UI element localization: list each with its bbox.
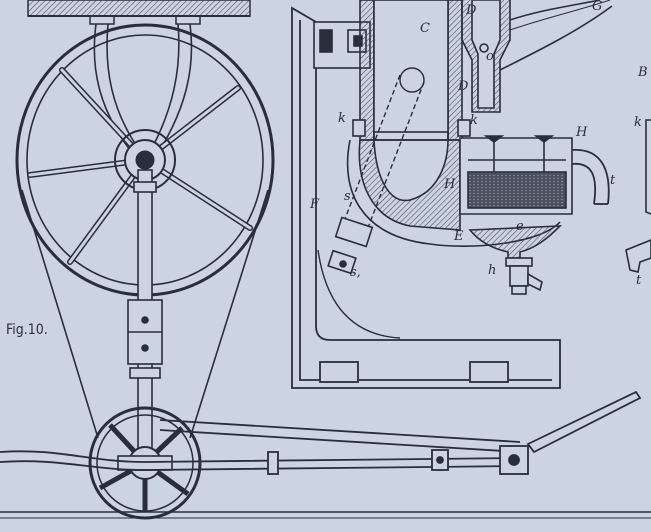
label-h: h — [488, 263, 496, 278]
label-k-mid: k — [470, 113, 478, 128]
ceiling-beam — [27, 0, 251, 25]
labels: Fig.10. C D D G o k k k H H t F s s, E e… — [6, 0, 648, 338]
label-D-mid: D — [457, 79, 469, 94]
label-k-left: k — [338, 111, 346, 126]
label-s1: s, — [350, 265, 361, 280]
label-G: G — [592, 0, 602, 14]
floor-line — [0, 511, 651, 519]
label-B: B — [637, 65, 648, 80]
label-e: e — [516, 219, 524, 234]
label-C: C — [420, 21, 430, 36]
small-pulley — [88, 406, 202, 520]
cylinder — [352, 0, 471, 141]
label-t-spout: t — [610, 173, 616, 188]
label-H-right: H — [575, 125, 588, 140]
filter-tray — [459, 135, 573, 215]
vertical-rod — [127, 169, 163, 461]
outlet-spout — [571, 149, 610, 205]
label-F: F — [309, 197, 320, 212]
drain-tap — [468, 225, 563, 295]
partial-apparatus-right — [625, 119, 651, 273]
label-t-edge: t — [636, 273, 642, 288]
label-k-right: k — [634, 115, 642, 130]
label-o: o — [486, 49, 494, 64]
hanger-bracket — [93, 23, 193, 151]
piston-rod-end — [327, 216, 374, 275]
label-s: s — [344, 189, 351, 204]
label-D-top: D — [465, 3, 477, 18]
valve-housing — [461, 0, 613, 113]
drive-belt — [21, 189, 269, 439]
treadle — [0, 390, 642, 475]
machine-frame — [291, 6, 561, 389]
figure-caption: Fig.10. — [6, 322, 48, 338]
label-E: E — [453, 229, 464, 244]
label-H-left: H — [443, 177, 456, 192]
large-flywheel — [15, 23, 275, 297]
